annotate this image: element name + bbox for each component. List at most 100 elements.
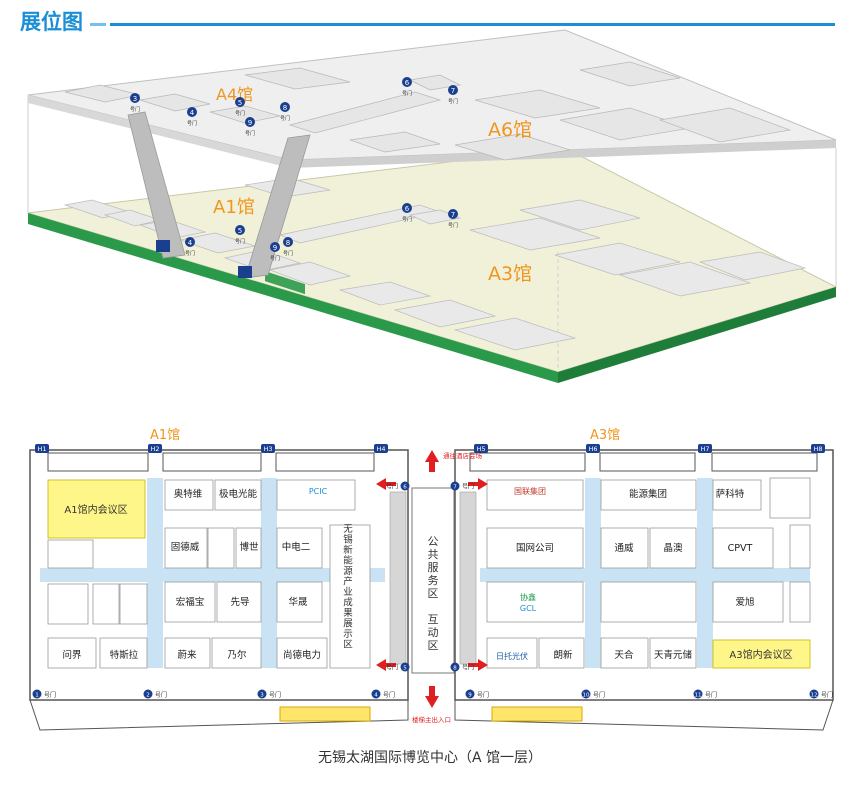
gate-word: 号门 xyxy=(448,98,458,105)
dock-badge xyxy=(474,444,488,453)
lower-booth xyxy=(408,209,462,225)
exhibitor-label: 国网公司 xyxy=(516,543,554,554)
gate-number: 2 xyxy=(146,693,150,699)
upper-booth xyxy=(139,93,211,112)
booth xyxy=(649,637,697,669)
dock-H6: H6 xyxy=(586,444,600,453)
lower-booth xyxy=(268,261,352,286)
gate-word: 号门 xyxy=(386,483,398,491)
escalator-left xyxy=(127,111,186,259)
booth xyxy=(600,527,649,569)
hall-label-a1: A1馆 xyxy=(213,197,255,218)
title-char: 示 xyxy=(343,629,353,640)
plan-gate-1: 1 号门 xyxy=(32,689,56,699)
floor-plan: A1馆 A3馆 xyxy=(29,428,834,731)
gate-number: 1 xyxy=(35,693,39,699)
exhibitor-labels-a1: 奥特维极电光能固德威博世中电二宏福宝先导华晟问界特斯拉蔚来乃尔尚德电力 xyxy=(62,488,321,661)
meeting-area-a3-label: A3馆内会议区 xyxy=(729,648,792,661)
dock-badge xyxy=(811,444,825,453)
gate-number: 6 xyxy=(403,485,407,491)
gate-word: 号门 xyxy=(462,483,474,491)
booth xyxy=(214,479,262,511)
booth xyxy=(486,637,538,669)
dock-label: H8 xyxy=(813,445,822,453)
gate-number: 3 xyxy=(260,693,264,699)
gate-circle xyxy=(32,689,42,699)
arrow-right-8 xyxy=(468,659,488,671)
gate-circle xyxy=(283,237,293,247)
gate-number: 5 xyxy=(238,227,242,235)
exhibitor-label: 问界 xyxy=(62,649,82,661)
exhibitor-label: 先导 xyxy=(230,596,249,608)
side-gate-5: 5号门 xyxy=(386,662,410,672)
gate-marker-7: 7号门 xyxy=(448,209,458,229)
booth xyxy=(211,637,262,669)
gate-circle xyxy=(235,97,245,107)
gate-marker-6: 6号门 xyxy=(402,203,412,223)
escalator-right xyxy=(244,134,311,279)
upper-booth xyxy=(658,107,792,143)
gate-circle xyxy=(400,662,410,672)
plan-caption: 无锡太湖国际博览中心（A 馆一层） xyxy=(317,750,543,766)
side-column-right xyxy=(459,491,477,665)
service-strip xyxy=(599,452,696,472)
exhibitor-label: 爱旭 xyxy=(735,596,755,608)
gate-marker-7: 7号门 xyxy=(448,85,458,105)
public-area-char: 服 xyxy=(428,561,439,574)
upper-booth xyxy=(288,91,442,134)
title-char: 业 xyxy=(343,587,353,598)
dock-label: H7 xyxy=(700,445,709,453)
exhibitor-label: 中电二 xyxy=(282,541,311,553)
lower-booth xyxy=(554,242,681,276)
upper-booth xyxy=(474,89,601,119)
booth xyxy=(119,583,148,625)
dock-badge xyxy=(698,444,712,453)
booth xyxy=(47,583,89,625)
booth xyxy=(789,524,811,569)
public-area-char: 共 xyxy=(428,548,439,561)
title-char: 区 xyxy=(343,640,353,651)
exhibitor-label: 博世 xyxy=(239,541,259,553)
booth xyxy=(99,637,148,669)
gate-word: 号门 xyxy=(44,691,56,699)
exhibitor-label: 萨科特 xyxy=(716,488,745,500)
booth xyxy=(649,527,697,569)
dock-badge xyxy=(35,444,49,453)
exhibitor-label: 宏福宝 xyxy=(176,596,205,608)
dock-H7: H7 xyxy=(698,444,712,453)
booth xyxy=(712,581,784,623)
gate-word: 号门 xyxy=(187,120,197,127)
exhibitor-label: 晶澳 xyxy=(663,542,683,554)
lower-booth xyxy=(519,199,641,231)
gate-word: 号门 xyxy=(185,250,195,257)
public-area-char: 动 xyxy=(428,626,439,639)
gate-circle xyxy=(809,689,819,699)
exhibitor-label: 特斯拉 xyxy=(110,649,139,661)
gate-circle xyxy=(581,689,591,699)
escalator-strip-right xyxy=(491,706,583,722)
booth xyxy=(538,637,585,669)
gate-number: 9 xyxy=(273,244,277,252)
dock-H8: H8 xyxy=(811,444,825,453)
exhibitor-label: CPVT xyxy=(728,543,753,554)
gate-number: 8 xyxy=(283,104,287,112)
gate-circle xyxy=(465,689,475,699)
exhibitor-label: 极电光能 xyxy=(219,488,258,500)
lower-floor-edge xyxy=(28,213,558,383)
gate-marker-8: 8号门 xyxy=(283,237,293,257)
gate-word: 号门 xyxy=(383,691,395,699)
booth xyxy=(329,524,371,669)
gate-word: 号门 xyxy=(477,691,489,699)
booth xyxy=(164,581,216,623)
